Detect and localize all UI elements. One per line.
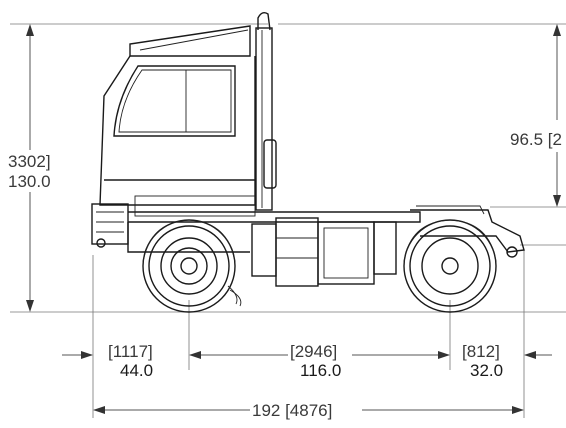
overall-length-dimension <box>93 406 524 414</box>
front-overhang-dimension <box>62 351 93 359</box>
rear-overhang-mm: [812] <box>462 342 500 361</box>
front-overhang-mm: [1117] <box>108 342 153 361</box>
fifth-wheel-height: 96.5 [2 <box>510 130 562 149</box>
extension-lines <box>10 23 566 418</box>
rear-overhang-dimension <box>524 351 552 359</box>
overall-length: 192 [4876] <box>252 401 332 420</box>
overall-height-dimension <box>26 24 34 312</box>
front-overhang-in: 44.0 <box>120 361 153 380</box>
wheelbase-mm: [2946] <box>290 342 337 361</box>
wheelbase-in: 116.0 <box>300 361 341 380</box>
fifth-wheel-height-dimension <box>553 24 561 207</box>
overall-height-in: 130.0 <box>8 172 51 191</box>
yard-truck-drawing <box>91 11 525 313</box>
overall-height-mm: 3302] <box>8 152 51 171</box>
wheelbase-dimension <box>189 351 450 359</box>
rear-overhang-in: 32.0 <box>470 361 503 380</box>
